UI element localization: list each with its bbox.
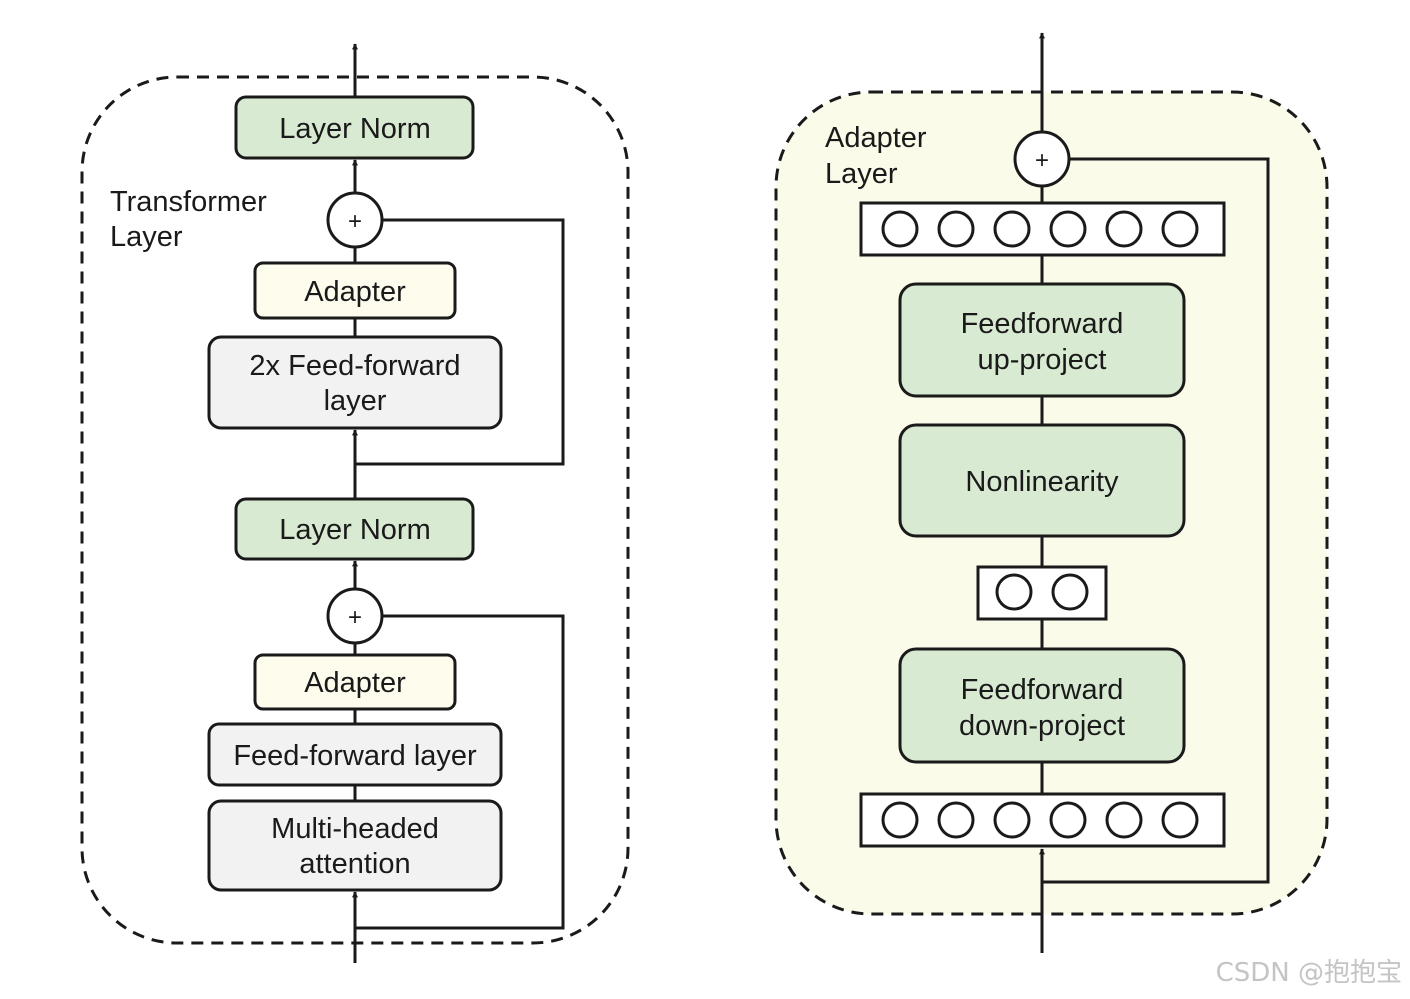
residual-connection-top	[355, 218, 565, 466]
transformer-layer-title: Transformer	[110, 186, 267, 218]
plus-symbol-top: +	[348, 208, 362, 235]
bottleneck-vector	[976, 565, 1108, 621]
adapter-plus-node: +	[1013, 130, 1071, 188]
vector-unit	[1049, 801, 1087, 839]
transformer-layer-panel: Transformer Layer Layer Norm + Adapter	[80, 43, 630, 963]
layer-norm-top: Layer Norm	[234, 95, 475, 160]
multi-headed-attention-label-line1: Multi-headed	[271, 813, 439, 845]
vector-unit	[995, 573, 1033, 611]
residual-connection-bottom	[355, 614, 565, 930]
vector-unit	[1051, 573, 1089, 611]
adapter-top-label: Adapter	[304, 276, 406, 308]
layer-norm-top-label: Layer Norm	[279, 113, 431, 145]
adapter-layer-title-line2: Layer	[825, 158, 898, 190]
nonlinearity: Nonlinearity	[898, 423, 1186, 538]
vector-unit	[937, 210, 975, 248]
vector-unit	[881, 801, 919, 839]
vector-unit	[881, 210, 919, 248]
down-project-label-line1: Feedforward	[961, 674, 1124, 706]
feedforward-up-project: Feedforward up-project	[898, 282, 1186, 398]
nonlinearity-label: Nonlinearity	[965, 466, 1119, 498]
layer-norm-bottom-label: Layer Norm	[279, 514, 431, 546]
adapter-bottom: Adapter	[253, 653, 457, 711]
vector-unit	[1105, 210, 1143, 248]
multi-headed-attention-label-line2: attention	[299, 848, 410, 880]
plus-symbol-bottom: +	[348, 604, 362, 631]
feed-forward-layer-label: Feed-forward layer	[233, 740, 477, 772]
output-vector	[859, 201, 1226, 257]
vector-unit	[937, 801, 975, 839]
feedforward-down-project: Feedforward down-project	[898, 647, 1186, 764]
vector-unit	[1105, 801, 1143, 839]
multi-headed-attention: Multi-headed attention	[207, 799, 503, 892]
vector-unit	[1161, 210, 1199, 248]
adapter-layer-title: Adapter	[825, 122, 927, 154]
adapter-plus-symbol: +	[1035, 147, 1049, 174]
vector-unit	[993, 801, 1031, 839]
down-project-label-line2: down-project	[959, 710, 1125, 742]
adapter-layer-panel: Adapter Layer + Feedforward	[774, 32, 1329, 953]
plus-node-bottom: +	[326, 587, 384, 645]
input-vector	[859, 792, 1226, 848]
adapter-bottom-label: Adapter	[304, 667, 406, 699]
vector-unit	[1161, 801, 1199, 839]
adapter-top: Adapter	[253, 261, 457, 320]
transformer-layer-title-line2: Layer	[110, 221, 183, 253]
feed-forward-2x-label-line2: layer	[324, 385, 387, 417]
layer-norm-bottom: Layer Norm	[234, 497, 475, 561]
feed-forward-2x-label-line1: 2x Feed-forward	[249, 350, 460, 382]
vector-unit	[1049, 210, 1087, 248]
plus-node-top: +	[326, 191, 384, 249]
up-project-label-line2: up-project	[978, 344, 1107, 376]
watermark: CSDN @抱抱宝	[1215, 958, 1402, 988]
up-project-label-line1: Feedforward	[961, 308, 1124, 340]
feed-forward-layer: Feed-forward layer	[207, 722, 503, 787]
feed-forward-2x: 2x Feed-forward layer	[207, 335, 503, 430]
vector-unit	[993, 210, 1031, 248]
adapter-skip-connection	[1042, 157, 1270, 884]
